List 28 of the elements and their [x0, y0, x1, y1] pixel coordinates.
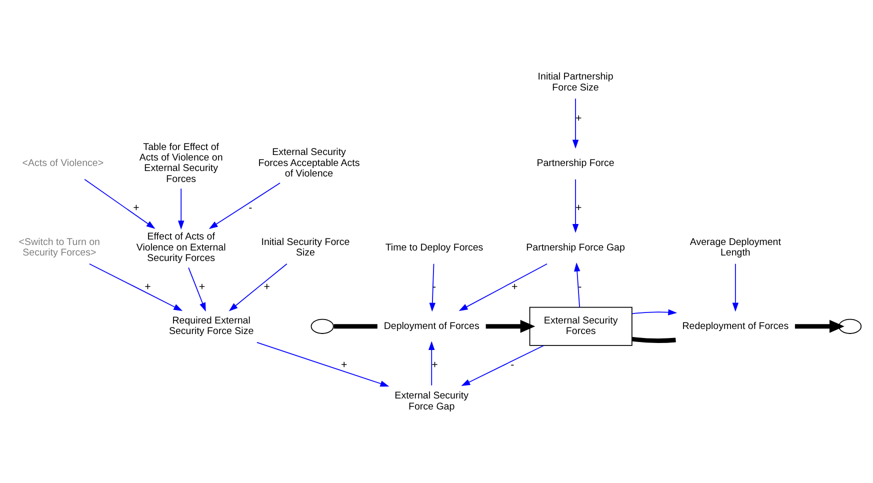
edge-label: +	[264, 280, 270, 293]
edge-label: +	[198, 280, 206, 293]
node-text: Time to Deploy Forces	[385, 242, 484, 253]
node-text: <Switch to Turn on Security Forces>	[18, 236, 100, 258]
node-text: Table for Effect of Acts of Violence on External Security Forces	[139, 141, 223, 184]
edge-label: +	[576, 112, 582, 124]
edge-label: -	[432, 280, 436, 293]
node-text: Partnership Force	[536, 157, 614, 168]
edge-label: +	[340, 358, 348, 371]
edge-label: +	[144, 280, 151, 293]
edge-label: -	[578, 280, 582, 293]
edge-label: +	[432, 358, 438, 371]
node-text: External Security Forces Acceptable Acts of Violence	[258, 146, 360, 180]
node-text: <Acts of Violence>	[22, 157, 104, 168]
node-text: Effect of Acts of Violence on External Security Forces	[136, 231, 226, 264]
node-text: Partnership Force Gap	[526, 242, 625, 253]
edge-label: +	[133, 201, 140, 214]
edge-label: -	[248, 201, 252, 214]
edge-label: -	[510, 358, 514, 371]
node-text: Required External Security Force Size	[168, 315, 254, 337]
node-text: Deployment of Forces	[384, 320, 480, 332]
node-text: Redeployment of Forces	[682, 320, 789, 332]
edge-label: +	[512, 280, 518, 293]
node-text: Initial Security Force Size	[261, 236, 350, 258]
node-text: Initial Partnership Force Size	[538, 71, 614, 93]
edge-label: +	[576, 201, 582, 214]
node-text: Average Deployment Length	[690, 236, 781, 258]
node-text: External Security Force Gap	[394, 390, 469, 412]
